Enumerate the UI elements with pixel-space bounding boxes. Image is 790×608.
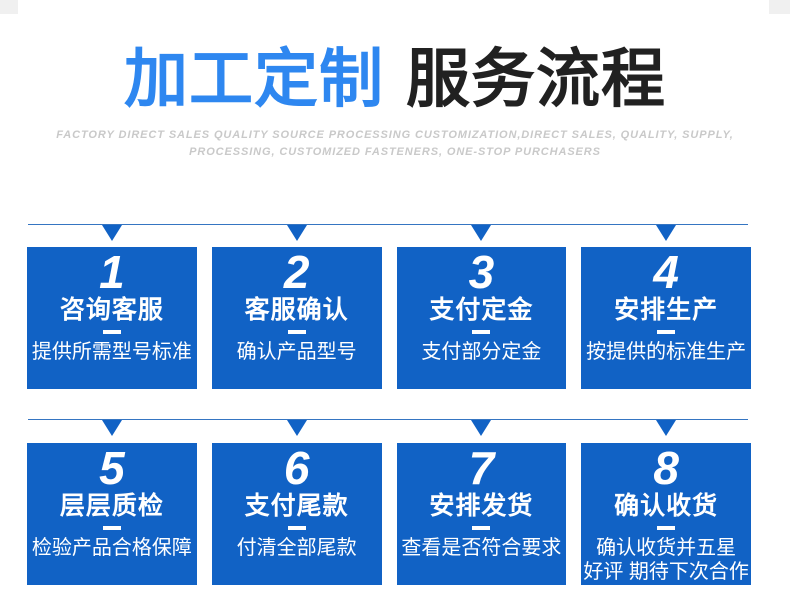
arrow-down-icon [101,420,122,436]
step-title: 安排生产 [614,296,719,324]
arrow-down-icon [656,420,677,436]
step-title: 支付定金 [429,296,534,324]
step-card-4: 4 安排生产 按提供的标准生产 [581,247,751,389]
step-number: 5 [99,442,125,494]
step-description: 提供所需型号标准 [31,341,192,363]
step-divider [472,330,491,334]
step-number: 7 [468,442,495,494]
step-card-1: 1 咨询客服 提供所需型号标准 [27,247,197,389]
subtitle: FACTORY DIRECT SALES QUALITY SOURCE PROC… [0,127,790,161]
flow-row-1: 1 咨询客服 提供所需型号标准 2 客服确认 确认产品型号 3 支付定金 支付部… [27,247,751,389]
step-description: 查看是否符合要求 [401,537,562,559]
step-number: 2 [283,246,310,298]
step-description: 按提供的标准生产 [586,341,747,363]
step-card-2: 2 客服确认 确认产品型号 [211,246,382,389]
flow-connector-row-1 [27,224,751,244]
title-highlight: 加工定制 [124,43,384,115]
arrow-down-icon [471,225,492,241]
step-number: 8 [653,442,679,494]
step-divider [472,526,491,530]
connector-line [28,419,748,420]
step-description: 确认产品型号 [236,341,357,363]
step-description: 检验产品合格保障 [31,537,192,559]
step-divider [287,526,306,530]
step-divider [287,330,306,334]
arrow-down-icon [101,225,122,241]
arrow-down-icon [471,420,492,436]
step-title: 咨询客服 [59,296,164,324]
subtitle-line-1: FACTORY DIRECT SALES QUALITY SOURCE PROC… [56,129,734,141]
step-title: 支付尾款 [244,492,349,520]
step-card-8: 8 确认收货 确认收货并五星 好评 期待下次合作 [581,443,751,585]
step-title: 层层质检 [59,492,164,520]
step-divider [102,526,121,530]
step-description: 确认收货并五星 好评 期待下次合作 [583,537,749,583]
arrow-down-icon [286,225,307,241]
step-title: 安排发货 [429,492,534,520]
step-title: 客服确认 [244,296,349,324]
step-divider [657,330,676,334]
step-divider [657,526,676,530]
connector-line [28,224,748,225]
title-rest: 服务流程 [406,43,666,115]
step-number: 3 [468,246,495,298]
step-number: 1 [99,246,125,298]
arrow-down-icon [656,225,677,241]
page-corner-left-decoration [0,0,18,14]
step-number: 6 [283,442,310,494]
arrow-down-icon [286,420,307,436]
step-card-6: 6 支付尾款 付清全部尾款 [211,442,382,585]
step-divider [102,330,121,334]
step-card-5: 5 层层质检 检验产品合格保障 [27,443,197,585]
flow-row-2: 5 层层质检 检验产品合格保障 6 支付尾款 付清全部尾款 7 安排发货 查看是… [27,443,751,585]
step-card-7: 7 安排发货 查看是否符合要求 [396,442,567,585]
step-description: 付清全部尾款 [236,537,357,559]
step-description: 支付部分定金 [421,341,542,363]
page-corner-right-decoration [769,0,790,14]
flow-connector-row-2 [27,419,751,439]
step-number: 4 [653,246,679,298]
step-title: 确认收货 [614,492,719,520]
subtitle-line-2: PROCESSING, CUSTOMIZED FASTENERS, ONE-ST… [189,146,601,158]
page-title: 加工定制服务流程 [0,40,790,118]
step-card-3: 3 支付定金 支付部分定金 [396,246,567,389]
